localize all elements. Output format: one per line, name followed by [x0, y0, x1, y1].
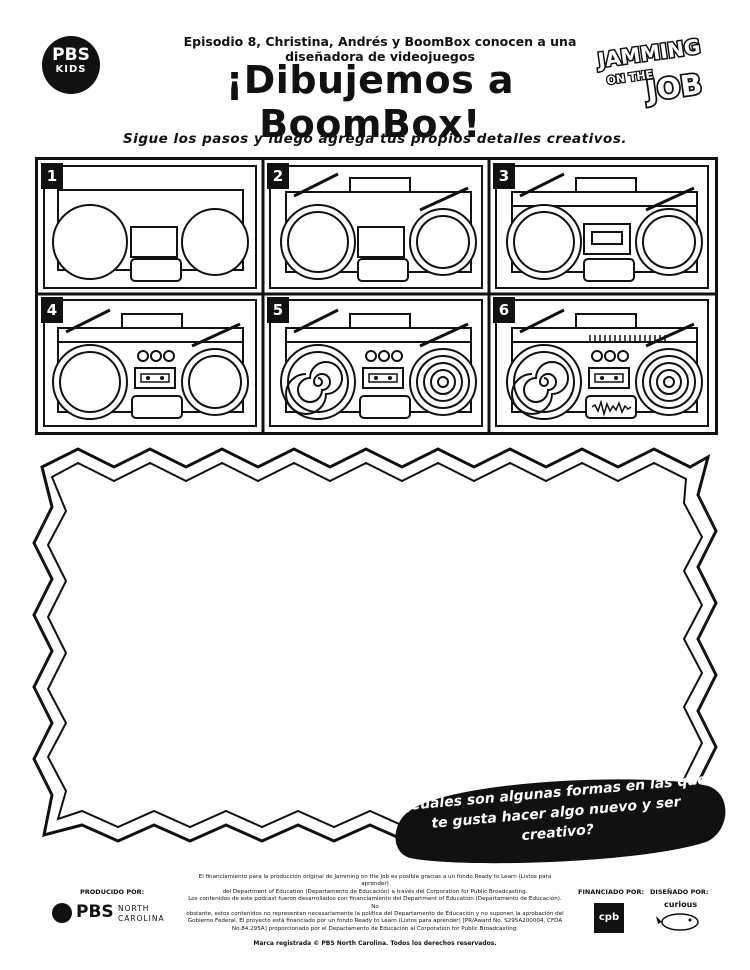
produced-by-label: PRODUCIDO POR: — [80, 888, 145, 896]
credits-line: Gobierno Federal. El proyecto está finan… — [187, 918, 563, 925]
page-title: ¡Dibujemos a BoomBox! — [225, 58, 515, 146]
pbs-nc-sub2: CAROLINA — [118, 914, 165, 923]
step-1-drawing — [52, 189, 249, 282]
credits-line: El financiamiento para la producción ori… — [198, 874, 552, 888]
step-number-3: 3 — [493, 163, 515, 189]
steps-grid: 1 2 3 4 5 6 — [35, 157, 718, 435]
question-bubble — [395, 779, 726, 864]
credits-line: Los contenidos de este podcast fueron de… — [188, 896, 562, 910]
episode-line: Episodio 8, Christina, Andrés y BoomBox … — [183, 34, 577, 64]
pbs-kids-logo-line2: KIDS — [55, 64, 87, 75]
funded-by-label: FINANCIADO POR: — [578, 888, 645, 896]
show-logo-line3: JOB — [642, 67, 704, 108]
cpb-logo: cpb — [594, 903, 624, 933]
show-logo-line1: JAMMING — [594, 34, 702, 72]
step-4-drawing — [52, 308, 249, 420]
step-5-drawing — [280, 308, 477, 420]
pbs-kids-logo: PBS KIDS — [42, 36, 100, 94]
instructions-subtitle: Sigue los pasos y luego agrega tus propi… — [122, 131, 627, 147]
step-number-4: 4 — [41, 297, 63, 323]
trademark-notice: Marca registrada © PBS North Carolina. T… — [253, 940, 497, 947]
pbs-kids-logo-line1: PBS — [52, 45, 90, 65]
designed-by-label: DISEÑADO POR: — [650, 888, 709, 896]
steps-drawing — [38, 160, 715, 432]
credits-line: obstante, estos contenidos no representa… — [186, 911, 564, 918]
curious-logo-text: curious — [664, 900, 698, 909]
step-2-drawing — [280, 172, 477, 282]
pbs-nc-sub1: NORTH — [118, 904, 150, 913]
step-number-1: 1 — [41, 163, 63, 189]
curious-logo: curious — [654, 900, 704, 932]
funding-credits: El financiamiento para la producción ori… — [185, 874, 565, 933]
pbs-north-carolina-logo: PBS NORTH CAROLINA — [52, 902, 182, 926]
pbs-nc-main: PBS — [76, 902, 114, 922]
step-3-drawing — [506, 172, 703, 282]
curious-whale-icon — [656, 913, 699, 931]
step-number-6: 6 — [493, 297, 515, 323]
credits-line: No.84.295A] proporcionado por el Departa… — [231, 925, 519, 932]
step-number-5: 5 — [267, 297, 289, 323]
pbs-head-icon — [52, 903, 72, 923]
step-6-drawing — [506, 308, 703, 420]
step-number-2: 2 — [267, 163, 289, 189]
credits-line: del Department of Education (Departament… — [222, 888, 528, 895]
jamming-on-the-job-logo: JAMMING ON THE JOB — [593, 34, 706, 110]
